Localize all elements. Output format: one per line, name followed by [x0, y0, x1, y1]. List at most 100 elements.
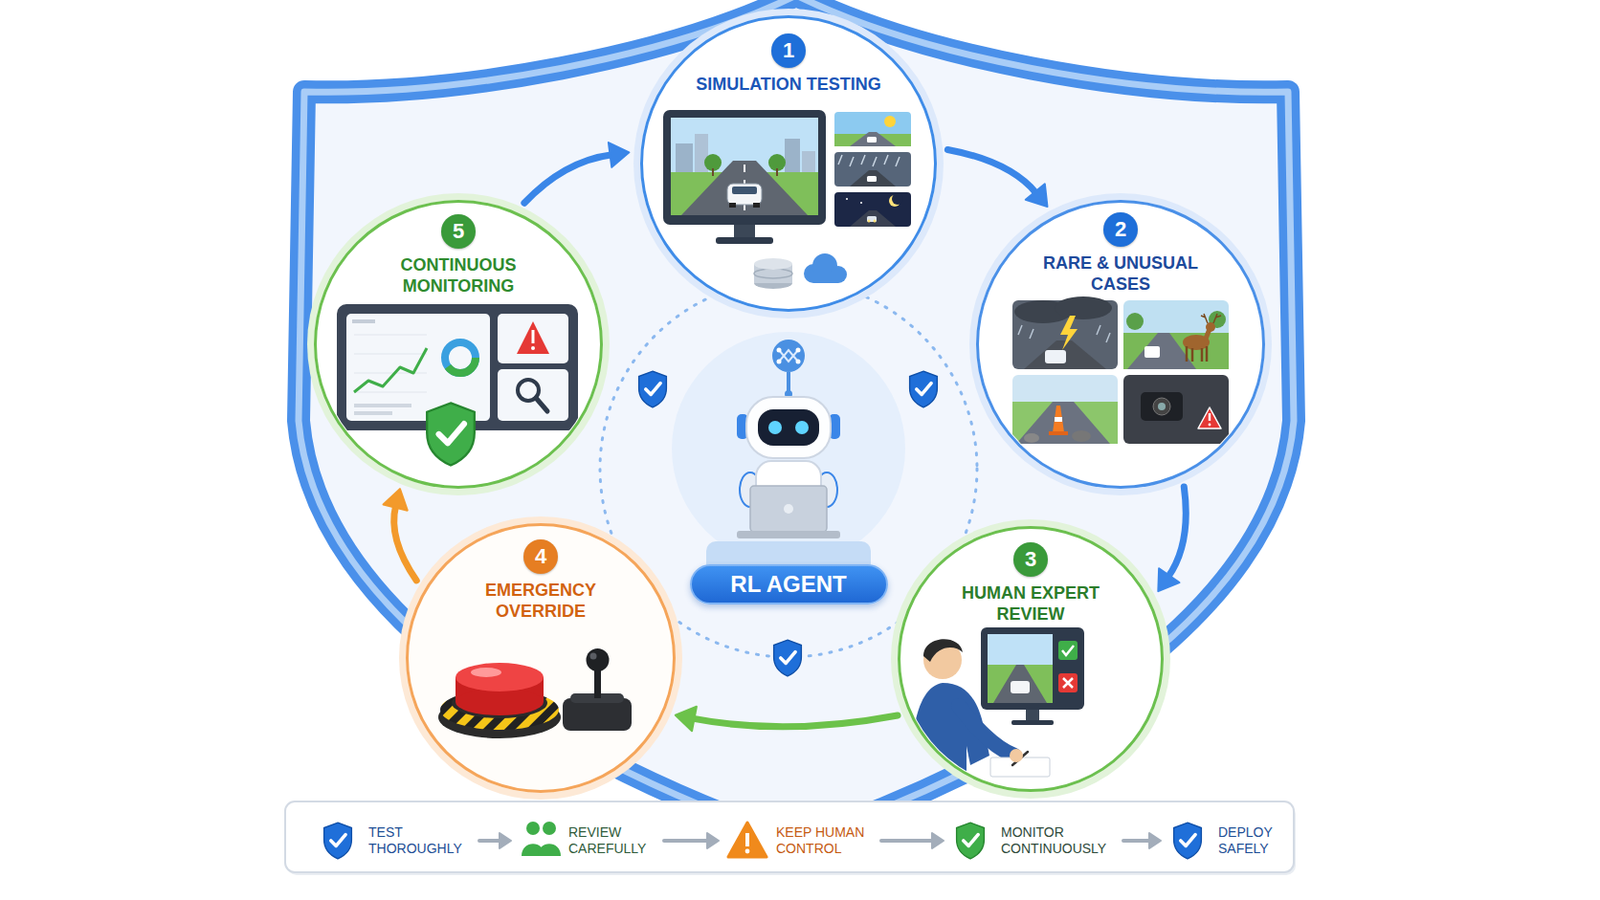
- simulation-monitor: [845, 198, 848, 200]
- rare-case-images: [1054, 296, 1112, 320]
- override-controls: [470, 667, 502, 678]
- monitoring-dashboard: [516, 321, 550, 355]
- monitoring-dashboard: [444, 342, 476, 374]
- monitoring-dashboard: [531, 346, 535, 351]
- robot-figure: [777, 348, 782, 354]
- simulation-monitor: [663, 110, 826, 225]
- rare-case-images: [1200, 313, 1222, 324]
- arrow-line: [524, 155, 613, 204]
- step-caption: MONITOR CONTINUOUSLY: [1000, 824, 1116, 858]
- flow-arrow: [383, 488, 418, 581]
- agent-name: RL AGENT: [730, 571, 846, 598]
- rare-case-images: [1123, 375, 1229, 445]
- step-item: TEST THOROUGHLY: [318, 824, 472, 858]
- robot-figure: [778, 350, 799, 362]
- arrow-line: [692, 715, 898, 728]
- arrow-head: [707, 833, 719, 849]
- robot-figure: [772, 339, 805, 373]
- step-icon: [956, 822, 985, 860]
- rare-case-images: [1208, 413, 1211, 422]
- shield-badge: [639, 371, 667, 408]
- override-controls: [586, 648, 610, 672]
- circle-backgrounds: [640, 15, 937, 312]
- arrow-head: [932, 833, 944, 849]
- monitoring-dashboard: [444, 342, 476, 374]
- step-caption: DEPLOY SAFELY: [1218, 824, 1280, 858]
- monitoring-dashboard: [497, 369, 569, 422]
- monitoring-dashboard: [354, 348, 427, 393]
- simulation-monitor: [838, 155, 900, 167]
- step-icon: [526, 822, 540, 836]
- step-icon: [324, 822, 353, 860]
- simulation-monitor: [891, 193, 904, 205]
- robot-figure: [768, 421, 782, 435]
- monitoring-dashboard: [352, 319, 376, 324]
- simulation-monitor: [670, 117, 819, 216]
- circle-backgrounds: [633, 8, 944, 319]
- expert-review-scene: [980, 627, 1085, 711]
- step-caption: REVIEW CAREFULLY: [568, 824, 657, 858]
- step-circle: 3HUMAN EXPERT REVIEW: [897, 526, 1164, 793]
- simulation-monitor: [849, 132, 896, 147]
- arrow-line: [1123, 839, 1152, 844]
- agent-ring: [671, 332, 906, 566]
- simulation-monitor: [754, 268, 793, 279]
- step-circle: 1SIMULATION TESTING: [640, 15, 937, 312]
- rare-case-images: [1144, 346, 1160, 358]
- arrow-line: [947, 149, 1037, 194]
- circle-backgrounds: [897, 526, 1164, 793]
- step-icon: [728, 822, 767, 858]
- simulation-monitor: [729, 202, 736, 208]
- step-icon: [324, 822, 1202, 860]
- expert-review-scene: [1058, 673, 1078, 693]
- expert-review-scene: [909, 683, 990, 804]
- arrow-line: [881, 839, 934, 844]
- step-title: RARE & UNUSUAL CASES: [1024, 252, 1217, 295]
- step-text: 3HUMAN EXPERT REVIEW: [900, 542, 1161, 625]
- rare-case-images: [1126, 312, 1144, 331]
- circle-backgrounds: [405, 523, 676, 794]
- step-circle: 2RARE & UNUSUAL CASES: [976, 200, 1266, 489]
- step-title: HUMAN EXPERT REVIEW: [934, 582, 1127, 625]
- monitoring-dashboard: [426, 402, 475, 466]
- step-title: CONTINUOUS MONITORING: [362, 254, 555, 297]
- robot-figure: [736, 531, 841, 539]
- expert-review-scene: [987, 665, 1053, 704]
- monitoring-dashboard: [497, 313, 569, 364]
- step-text: 1SIMULATION TESTING: [643, 33, 934, 95]
- circle-backgrounds: [313, 200, 603, 489]
- simulation-monitor: [834, 111, 912, 147]
- arrow-head: [499, 833, 512, 849]
- expert-review-scene: [1009, 749, 1023, 763]
- steps-bar: [285, 801, 1296, 876]
- simulation-monitor: [834, 192, 912, 227]
- flow-arrow: [664, 833, 719, 849]
- rare-case-images: [1012, 375, 1118, 445]
- arrow-head: [383, 488, 408, 512]
- simulation-monitor: [884, 115, 896, 128]
- arrow-head: [1025, 183, 1048, 207]
- agent-label: RL AGENT: [689, 564, 889, 605]
- robot-figure: [750, 486, 827, 533]
- rare-case-images: [1157, 402, 1166, 411]
- step-title: SIMULATION TESTING: [649, 73, 928, 95]
- flow-arrow: [947, 149, 1047, 207]
- monitoring-dashboard: [336, 304, 578, 467]
- simulation-monitor: [754, 258, 793, 270]
- simulation-monitor: [834, 152, 912, 187]
- robot-figure: [795, 421, 809, 435]
- rare-case-images: [1023, 433, 1040, 444]
- flow-arrow: [881, 833, 944, 849]
- flow-arrow: [1157, 487, 1186, 592]
- expert-review-scene: [987, 634, 1053, 704]
- step-caption: KEEP HUMAN CONTROL: [776, 824, 874, 858]
- override-controls: [562, 698, 632, 732]
- rare-case-images: [1186, 346, 1207, 362]
- expert-review-scene: [1058, 641, 1078, 661]
- rare-case-images: [1071, 430, 1091, 443]
- monitoring-dashboard: [346, 313, 490, 422]
- override-controls: [438, 648, 632, 739]
- shield-outline: [298, 0, 1294, 843]
- simulation-monitor: [867, 220, 871, 223]
